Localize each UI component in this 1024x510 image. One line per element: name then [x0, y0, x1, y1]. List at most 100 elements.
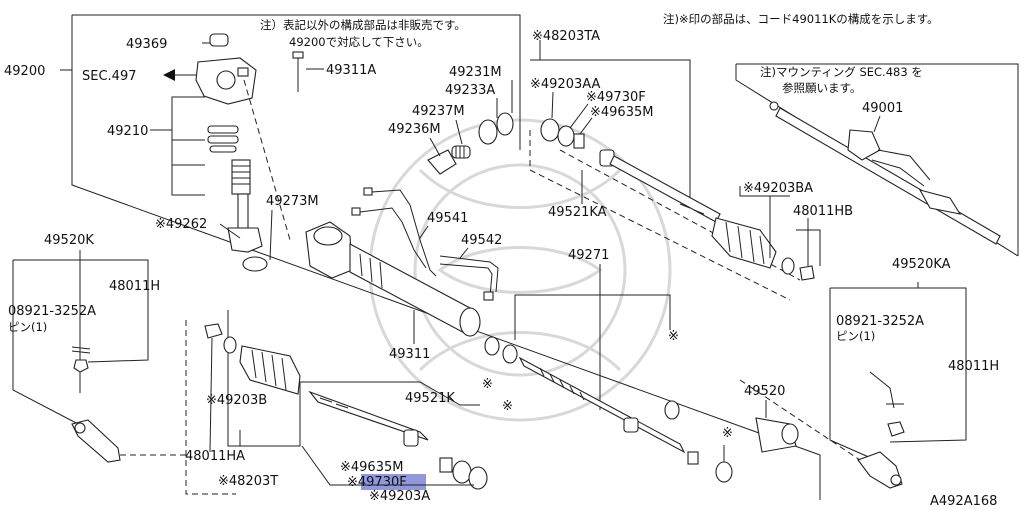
part-49231M-nut[interactable]: [496, 80, 514, 136]
label-49203A-bot[interactable]: ※49203A: [369, 489, 430, 504]
part-49210-seals[interactable]: [150, 96, 239, 196]
leader-49541: [419, 225, 429, 239]
diagram-code: A492A168: [930, 494, 997, 509]
dash-valve: [243, 79, 291, 241]
group-48203T-box: [185, 310, 480, 495]
part-49369-cap[interactable]: [202, 33, 229, 47]
label-48011H-right[interactable]: 48011H: [948, 359, 999, 374]
label-49542[interactable]: 49542: [461, 233, 502, 248]
highlight-49730F: [361, 474, 426, 490]
label-49311[interactable]: 49311: [389, 347, 430, 362]
group-49200-box: [60, 14, 821, 500]
label-49520KA[interactable]: 49520KA: [892, 257, 951, 272]
label-sec497[interactable]: SEC.497: [82, 69, 137, 84]
part-49542-pipe[interactable]: [439, 255, 499, 301]
part-49262-oring[interactable]: [219, 223, 268, 272]
leader-49542: [459, 247, 469, 259]
label-48011H-left[interactable]: 48011H: [109, 279, 160, 294]
part-nut-right[interactable]: [887, 421, 905, 437]
part-pin-left[interactable]: [71, 346, 91, 373]
label-49200[interactable]: 49200: [4, 64, 45, 79]
part-49311-gear-housing[interactable]: [305, 221, 481, 337]
asterisk-ring-2: ※: [502, 399, 513, 414]
label-49311A[interactable]: 49311A: [326, 63, 376, 78]
part-49236M-yoke[interactable]: [427, 137, 457, 175]
label-48011HA[interactable]: 48011HA: [185, 449, 245, 464]
label-49203AA[interactable]: ※49203AA: [530, 77, 601, 92]
part-pin-right[interactable]: [869, 371, 904, 409]
label-49262[interactable]: ※49262: [155, 217, 207, 232]
label-49203BA[interactable]: ※49203BA: [743, 181, 813, 196]
part-bushing-seal[interactable]: [715, 445, 733, 483]
part-49001-gear-assembly[interactable]: [769, 101, 1001, 245]
part-49271-rack[interactable]: [518, 356, 699, 465]
label-49520[interactable]: 49520: [744, 384, 785, 399]
label-pin-left[interactable]: ピン(1): [8, 320, 47, 334]
note-non-sale: 注）表記以外の構成部品は非販売です。: [260, 18, 466, 32]
note-use-49200: 49200で対応して下さい。: [289, 35, 429, 49]
label-49369[interactable]: 49369: [126, 37, 167, 52]
label-49521K[interactable]: 49521K: [405, 391, 455, 406]
asterisk-rack-seal: ※: [668, 329, 679, 344]
label-49730F-top[interactable]: ※49730F: [586, 90, 646, 105]
part-seal-rings-center[interactable]: [484, 336, 518, 364]
label-49730F-bot[interactable]: ※49730F: [347, 475, 407, 490]
label-49233A[interactable]: 49233A: [445, 83, 495, 98]
part-48011HA-nut[interactable]: [204, 323, 223, 453]
part-tie-rod-end-right[interactable]: [739, 379, 903, 489]
note-mounting-line2: 参照願います。: [782, 81, 861, 95]
label-49541[interactable]: 49541: [427, 211, 468, 226]
label-48203T[interactable]: ※48203T: [218, 474, 278, 489]
label-49001[interactable]: 49001: [862, 101, 903, 116]
label-49635M-bot[interactable]: ※49635M: [340, 460, 403, 475]
asterisk-bushing-seal: ※: [722, 426, 733, 441]
note-asterisk-parts: 注)※印の部品は、コード49011Kの構成を示します。: [663, 12, 939, 26]
part-49203B-clamp[interactable]: [223, 336, 237, 354]
label-08921-right[interactable]: 08921-3252A: [836, 314, 924, 329]
note-mounting-line1: 注)マウンティング SEC.483 を: [760, 65, 923, 79]
label-49635M-top[interactable]: ※49635M: [590, 105, 653, 120]
leader-48203T: [301, 445, 474, 486]
part-49203A-clip-bot[interactable]: [468, 466, 488, 490]
label-49521KA[interactable]: 49521KA: [548, 205, 607, 220]
part-boot-right[interactable]: [711, 217, 777, 269]
part-valve-housing[interactable]: [195, 57, 257, 105]
part-49203BA-clamp[interactable]: [739, 186, 795, 275]
part-49203AA-clip[interactable]: [540, 91, 560, 142]
sec497-arrow: [163, 69, 196, 81]
label-48203TA[interactable]: ※48203TA: [532, 29, 600, 44]
label-49203B[interactable]: ※49203B: [206, 393, 267, 408]
label-49273M[interactable]: 49273M: [266, 194, 319, 209]
label-49231M[interactable]: 49231M: [449, 65, 502, 80]
part-49730F-washer-top[interactable]: [557, 103, 589, 147]
part-49730F-washer-bot[interactable]: [452, 460, 472, 484]
part-pinion-shaft[interactable]: [227, 159, 263, 253]
part-49541-pipe[interactable]: [351, 187, 437, 277]
part-tie-rod-end-left[interactable]: [71, 419, 188, 463]
part-49635M-lockwasher-top[interactable]: [573, 117, 593, 149]
part-49635M-lockwasher-bot[interactable]: [439, 457, 453, 473]
part-49311A-bolt[interactable]: [292, 51, 324, 92]
leader-49001: [873, 115, 881, 133]
asterisk-ring-1: ※: [482, 377, 493, 392]
group-49520K-box: [12, 250, 149, 426]
part-inner-rod-left[interactable]: [308, 390, 429, 447]
label-08921-left[interactable]: 08921-3252A: [8, 304, 96, 319]
part-inner-rod-right[interactable]: [599, 149, 721, 223]
group-49520KA-box: [829, 282, 967, 463]
part-48011HB-nut[interactable]: [796, 218, 821, 281]
part-boot-left[interactable]: [239, 345, 301, 395]
part-49237M-spring[interactable]: [451, 119, 471, 159]
label-pin-right[interactable]: ピン(1): [836, 329, 875, 343]
label-49520K[interactable]: 49520K: [44, 233, 94, 248]
leader-49273M: [269, 209, 273, 261]
part-49233A-washer[interactable]: [478, 98, 498, 145]
part-49520-bushing[interactable]: [755, 417, 799, 453]
label-49237M[interactable]: 49237M: [412, 104, 465, 119]
label-49210[interactable]: 49210: [107, 124, 148, 139]
label-49271[interactable]: 49271: [568, 248, 609, 263]
label-48011HB[interactable]: 48011HB: [793, 204, 853, 219]
part-rack-seal[interactable]: [664, 400, 680, 420]
label-49236M[interactable]: 49236M: [388, 122, 441, 137]
group-49271-bracket: [514, 264, 671, 410]
